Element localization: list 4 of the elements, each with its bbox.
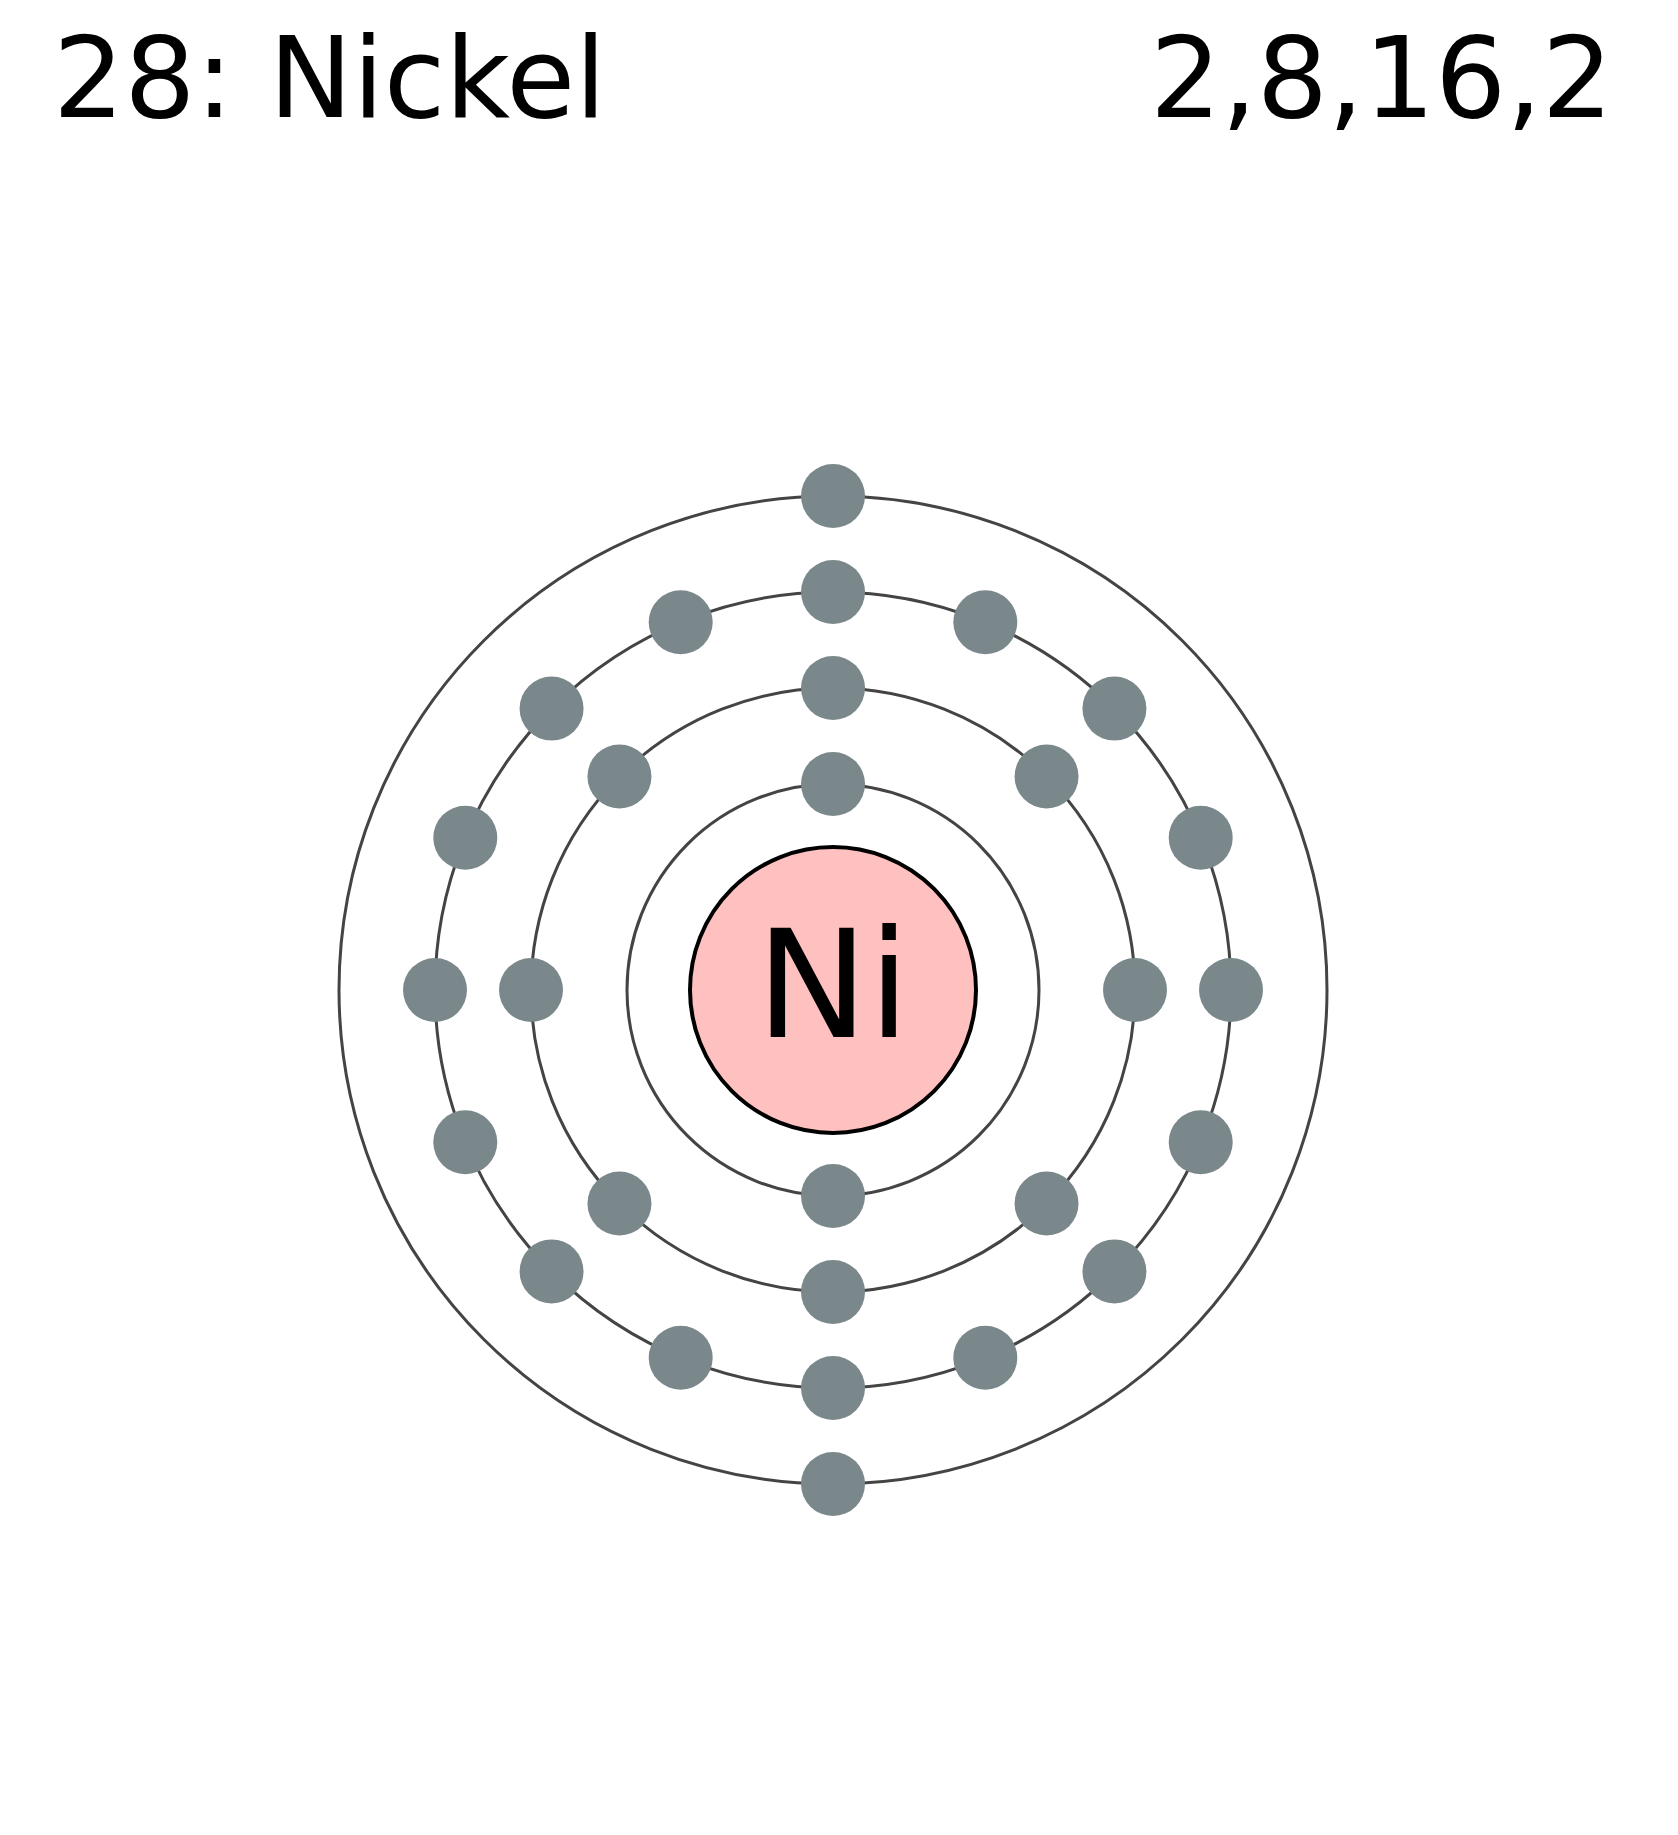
title: 28: Nickel <box>53 22 607 134</box>
electron-configuration-label: 2,8,16,2 <box>1150 22 1614 134</box>
nucleus-circle <box>688 845 978 1135</box>
element-symbol: Ni <box>755 910 911 1060</box>
